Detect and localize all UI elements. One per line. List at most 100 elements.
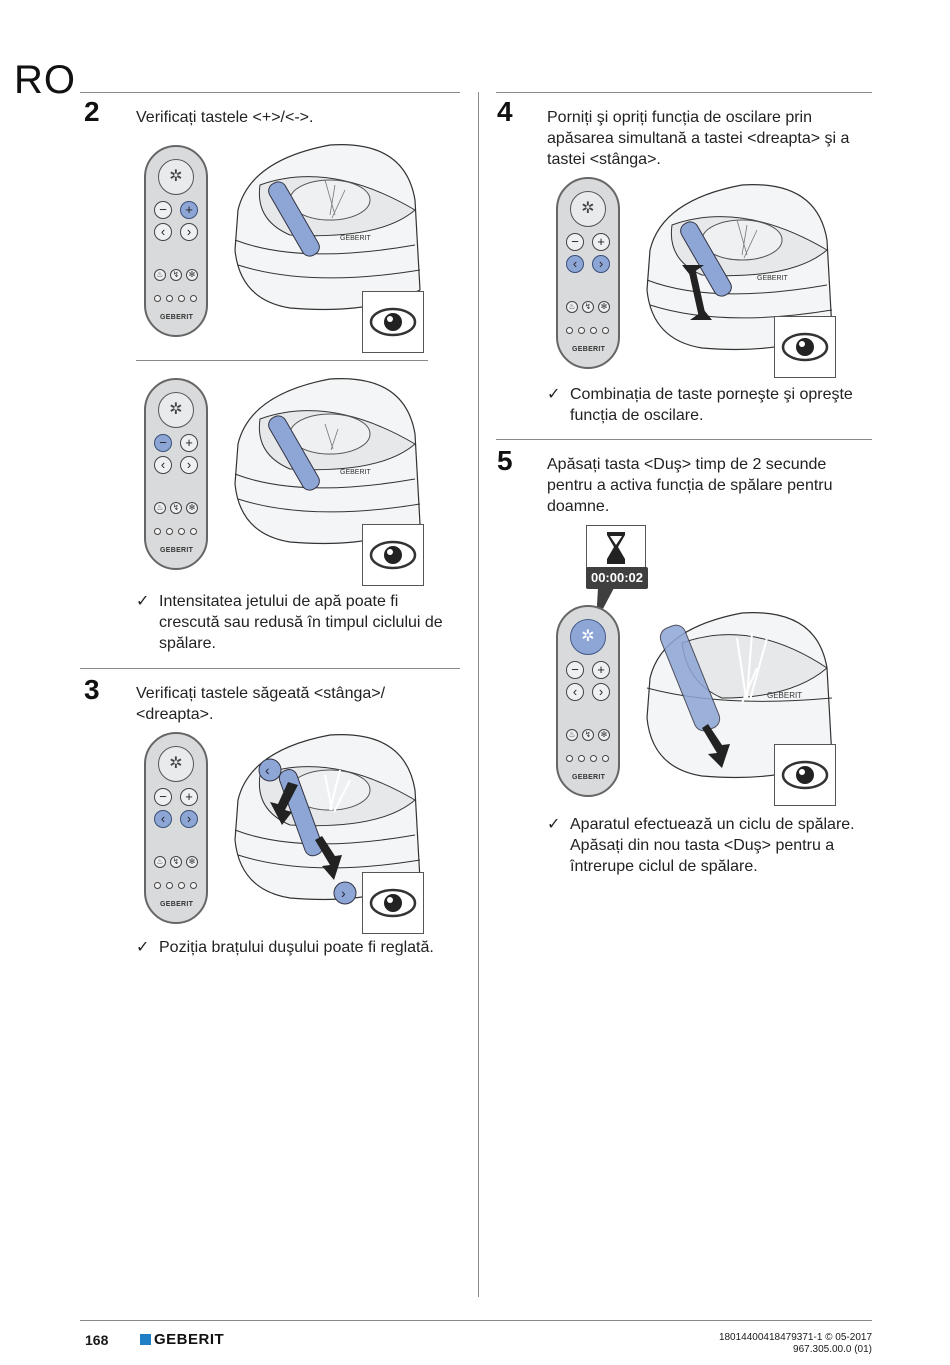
shower-button: ✲	[158, 392, 194, 428]
shower-button: ✲	[158, 746, 194, 782]
temp-icon: ♨	[154, 269, 166, 281]
temp-icon: ♨	[566, 729, 578, 741]
check-icon: ✓	[136, 939, 150, 956]
svg-text:GEBERIT: GEBERIT	[340, 469, 371, 476]
indicator-dot	[190, 295, 197, 302]
fan-icon: ✻	[186, 269, 198, 281]
result-position: ✓ Poziția brațului duşului poate fi regl…	[136, 939, 434, 956]
indicator-dot	[154, 882, 161, 889]
toilet-illustration: GEBERIT	[646, 184, 833, 351]
eye-icon	[774, 744, 836, 806]
temp-icon: ♨	[566, 301, 578, 313]
left-button: ‹	[566, 255, 584, 273]
section-rule	[136, 360, 428, 361]
plus-button: +	[592, 233, 610, 251]
indicator-dot	[602, 755, 609, 762]
check-icon: ✓	[136, 593, 150, 610]
right-button: ›	[180, 810, 198, 828]
right-button: ›	[592, 683, 610, 701]
dryer-icon: ↯	[170, 502, 182, 514]
indicator-dot	[190, 528, 197, 535]
logo-square-icon	[140, 1334, 151, 1345]
svg-text:‹: ‹	[265, 762, 270, 778]
temp-icon: ♨	[154, 502, 166, 514]
fan-icon: ✻	[186, 502, 198, 514]
indicator-dot	[578, 327, 585, 334]
toilet-illustration: GEBERIT	[646, 612, 833, 779]
dryer-icon: ↯	[170, 856, 182, 868]
remote-logo: GEBERIT	[572, 346, 606, 353]
step-text-3: Verificați tastele săgeată <stânga>/ <dr…	[136, 685, 386, 723]
remote-control: ✲ − + ‹ › ♨ ↯ ✻ GEBERIT	[144, 378, 208, 570]
indicator-dot	[166, 295, 173, 302]
svg-text:GEBERIT: GEBERIT	[340, 235, 371, 242]
plus-button: +	[180, 434, 198, 452]
result-combination: ✓ Combinația de taste porneşte şi opreşt…	[547, 386, 853, 424]
step-text-5: Apăsați tasta <Duş> timp de 2 secunde pe…	[547, 456, 833, 515]
result-intensity: ✓ Intensitatea jetului de apă poate fi c…	[136, 593, 443, 652]
toilet-illustration: GEBERIT	[234, 378, 421, 545]
timer-display: 00:00:02	[586, 567, 648, 589]
eye-icon	[362, 524, 424, 586]
hourglass-icon	[586, 525, 646, 571]
minus-button: −	[154, 434, 172, 452]
left-button: ‹	[154, 223, 172, 241]
footer-rule	[80, 1320, 872, 1321]
indicator-dot	[166, 528, 173, 535]
check-icon: ✓	[547, 816, 561, 833]
left-button: ‹	[154, 456, 172, 474]
indicator-dot	[590, 327, 597, 334]
indicator-dot	[166, 882, 173, 889]
article-number: 967.305.00.0 (01)	[793, 1344, 872, 1355]
shower-button: ✲	[158, 159, 194, 195]
check-icon: ✓	[547, 386, 561, 403]
indicator-dot	[154, 295, 161, 302]
svg-text:GEBERIT: GEBERIT	[757, 275, 788, 282]
minus-button: −	[566, 233, 584, 251]
remote-control: ✲ − + ‹ › ♨ ↯ ✻ GEBERIT	[556, 605, 620, 797]
remote-control: ✲ − + ‹ › ♨ ↯ ✻ GEBERIT	[556, 177, 620, 369]
eye-icon	[362, 291, 424, 353]
minus-button: −	[154, 788, 172, 806]
step-text-2: Verificați tastele <+>/<->.	[136, 109, 314, 126]
remote-control: ✲ − + ‹ › ♨ ↯ ✻ GEBERIT	[144, 145, 208, 337]
right-button: ›	[592, 255, 610, 273]
remote-control: ✲ − + ‹ › ♨ ↯ ✻ GEBERIT	[144, 732, 208, 924]
fan-icon: ✻	[598, 729, 610, 741]
plus-button: +	[180, 201, 198, 219]
indicator-dot	[178, 528, 185, 535]
step-number-5: 5	[497, 445, 513, 476]
header-rule-left	[80, 92, 460, 93]
indicator-dot	[190, 882, 197, 889]
left-button: ‹	[566, 683, 584, 701]
fan-icon: ✻	[598, 301, 610, 313]
remote-logo: GEBERIT	[160, 901, 194, 908]
indicator-dot	[178, 882, 185, 889]
plus-button: +	[592, 661, 610, 679]
right-button: ›	[180, 223, 198, 241]
column-divider	[478, 92, 479, 1297]
step-number-3: 3	[84, 674, 100, 705]
section-rule	[80, 668, 460, 669]
dryer-icon: ↯	[582, 301, 594, 313]
minus-button: −	[566, 661, 584, 679]
right-button: ›	[180, 456, 198, 474]
remote-logo: GEBERIT	[160, 547, 194, 554]
page-number: 168	[85, 1332, 109, 1348]
header-rule-right	[496, 92, 872, 93]
result-cycle: ✓ Aparatul efectuează un ciclu de spălar…	[547, 816, 855, 875]
temp-icon: ♨	[154, 856, 166, 868]
section-rule	[496, 439, 872, 440]
document-code: 18014400418479371-1 © 05-2017	[718, 1332, 872, 1343]
step-number-4: 4	[497, 96, 513, 127]
plus-button: +	[180, 788, 198, 806]
svg-text:GEBERIT: GEBERIT	[767, 691, 802, 700]
indicator-dot	[566, 755, 573, 762]
indicator-dot	[578, 755, 585, 762]
toilet-illustration: GEBERIT	[234, 144, 421, 311]
dryer-icon: ↯	[170, 269, 182, 281]
eye-icon	[774, 316, 836, 378]
minus-button: −	[154, 201, 172, 219]
indicator-dot	[178, 295, 185, 302]
svg-text:›: ›	[341, 885, 346, 901]
